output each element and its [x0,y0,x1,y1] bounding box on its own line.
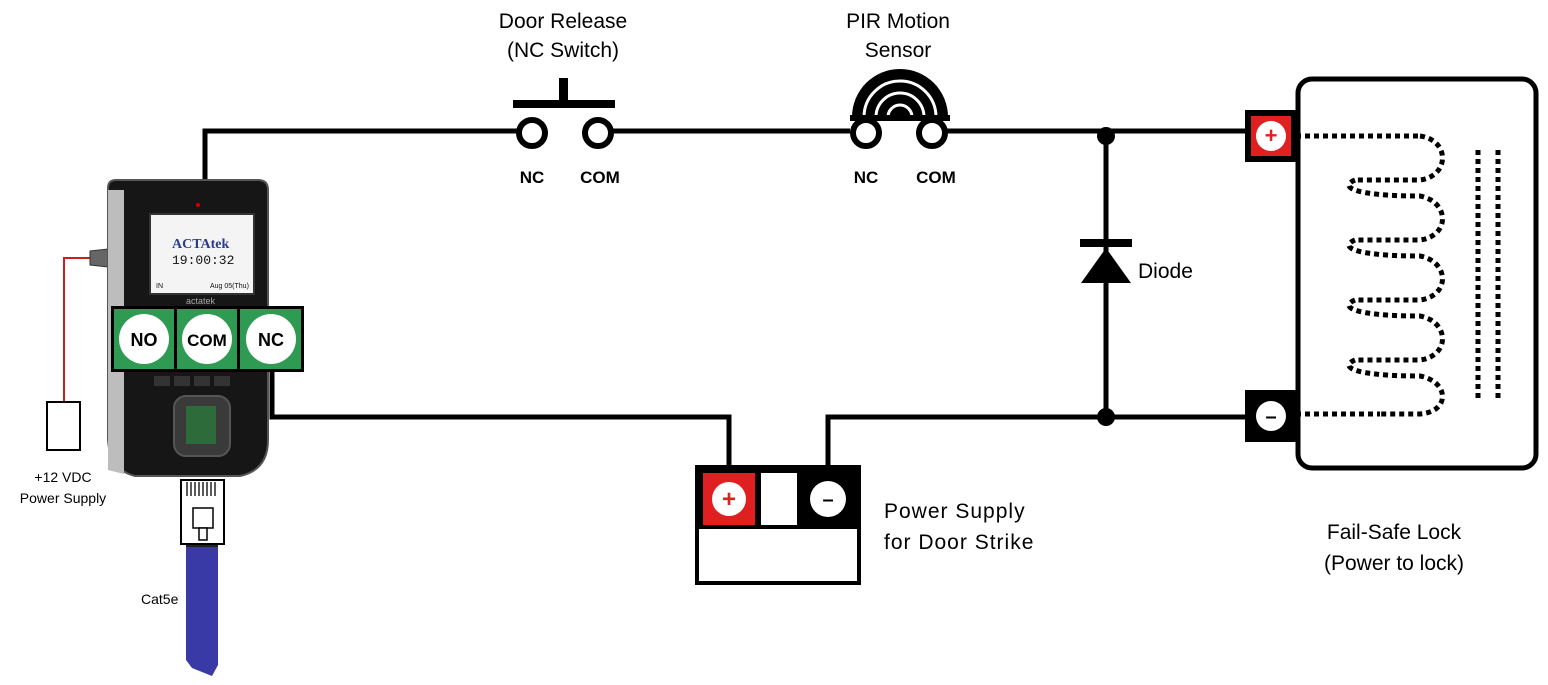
door-release-title: Door Release [499,10,627,33]
diode-triangle [1081,248,1131,283]
junction-bottom [1097,408,1115,426]
lock-minus-symbol: – [1265,406,1276,428]
pir-com-terminal [916,117,948,149]
door-release-subtitle: (NC Switch) [507,39,619,62]
junction-top [1097,127,1115,145]
device-brand: ACTAtek [172,237,230,252]
lock-subtitle: (Power to lock) [1324,552,1464,575]
main-psu-label-1: +12 VDC [34,469,91,485]
lock-coil [1278,133,1501,417]
diode: Diode [1080,239,1193,283]
power-adapter [46,401,81,451]
cat5e-label: Cat5e [141,591,179,607]
diode-bar [1080,239,1132,247]
fail-safe-lock: + – Fail-Safe Lock (Power to lock) [1245,76,1539,575]
strike-psu-minus-symbol: – [822,489,833,511]
switch-plunger-stem [559,78,568,104]
power-cable [63,257,98,402]
pir-nc-terminal [850,117,882,149]
terminal-no-label: NO [131,330,158,350]
access-control-device: ACTAtek 19:00:32 IN Aug 05(Thu) actatek … [107,179,304,477]
switch-nc-label: NC [520,168,545,187]
switch-nc-terminal [516,117,548,149]
device-time: 19:00:32 [172,253,234,268]
door-release-switch: Door Release (NC Switch) NC COM [499,10,627,187]
strike-power-supply: + – Power Supply for Door Strike [695,465,1034,585]
strike-psu-minus-terminal [810,481,846,517]
wire-nc-to-psu-plus [269,372,732,468]
strike-psu-title: Power Supply [884,500,1026,523]
wire-psu-minus-to-lock-minus [825,414,1248,468]
circuit-wires [202,128,1248,468]
lock-plus-symbol: + [1265,123,1278,148]
device-screen [149,213,255,295]
cat5e-cable: Cat5e [141,479,225,676]
main-power-supply: +12 VDC Power Supply [20,248,113,506]
terminal-nc-label: NC [258,330,284,350]
strike-psu-plus-symbol: + [722,486,736,513]
main-psu-label-2: Power Supply [20,490,106,506]
lock-title: Fail-Safe Lock [1327,521,1462,544]
strike-psu-subtitle: for Door Strike [884,531,1034,554]
terminal-com-label: COM [187,331,227,350]
device-status-in: IN [156,283,163,290]
pir-title: PIR Motion [846,10,950,33]
pir-nc-label: NC [854,168,879,187]
diode-label: Diode [1138,260,1193,283]
device-status-date: Aug 05(Thu) [210,283,249,290]
cable-jacket [186,546,218,676]
switch-com-label: COM [580,168,620,187]
pir-subtitle: Sensor [865,39,932,62]
switch-com-terminal [582,117,614,149]
pir-motion-sensor: PIR Motion Sensor NC COM [846,10,956,187]
relay-terminals: NO COM NC [111,306,304,372]
device-under-brand: actatek [186,296,216,306]
pir-com-label: COM [916,168,956,187]
